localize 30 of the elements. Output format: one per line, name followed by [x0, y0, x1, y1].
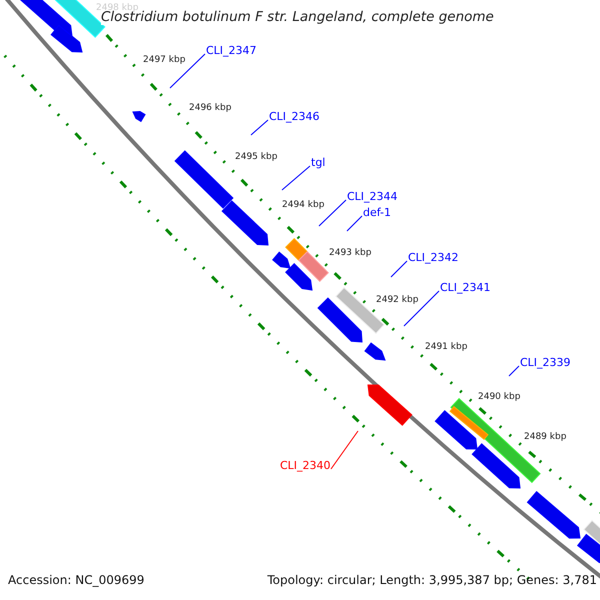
leader-line	[282, 166, 310, 190]
accession-text: Accession: NC_009699	[8, 573, 144, 587]
leader-line	[318, 200, 346, 226]
gene-label: CLI_2347	[206, 44, 257, 57]
tick-label: 2492 kbp	[376, 295, 418, 305]
leader-line	[250, 120, 268, 136]
gene-label: tgl	[311, 156, 326, 169]
gene-label: CLI_2346	[269, 110, 320, 123]
genome-info-text: Topology: circular; Length: 3,995,387 bp; Genes: 3,781	[267, 573, 597, 587]
leader-line	[170, 54, 206, 88]
gene-label: CLI_2342	[408, 251, 459, 264]
gene-label: def-1	[363, 206, 391, 219]
leader-line	[404, 290, 440, 326]
tick-label: 2494 kbp	[282, 200, 324, 210]
tick-label: 2495 kbp	[235, 152, 278, 162]
tick-label: 2489 kbp	[524, 432, 566, 442]
gene-label: CLI_2339	[520, 356, 571, 369]
gene-label: CLI_2340	[280, 459, 331, 472]
leader-line	[508, 366, 520, 376]
tick-label: 2496 kbp	[189, 103, 232, 113]
title: Clostridium botulinum F str. Langeland, complete genome	[101, 9, 494, 25]
gene-label: CLI_2341	[440, 281, 491, 294]
leader-line	[390, 260, 408, 278]
leader-line	[330, 430, 358, 470]
tick-label: 2490 kbp	[478, 392, 520, 402]
leader-line	[346, 216, 362, 232]
gene-label: CLI_2344	[347, 190, 398, 203]
tick-label: 2493 kbp	[329, 248, 372, 258]
tick-label: 2491 kbp	[425, 342, 468, 352]
tick-label: 2497 kbp	[143, 55, 186, 65]
